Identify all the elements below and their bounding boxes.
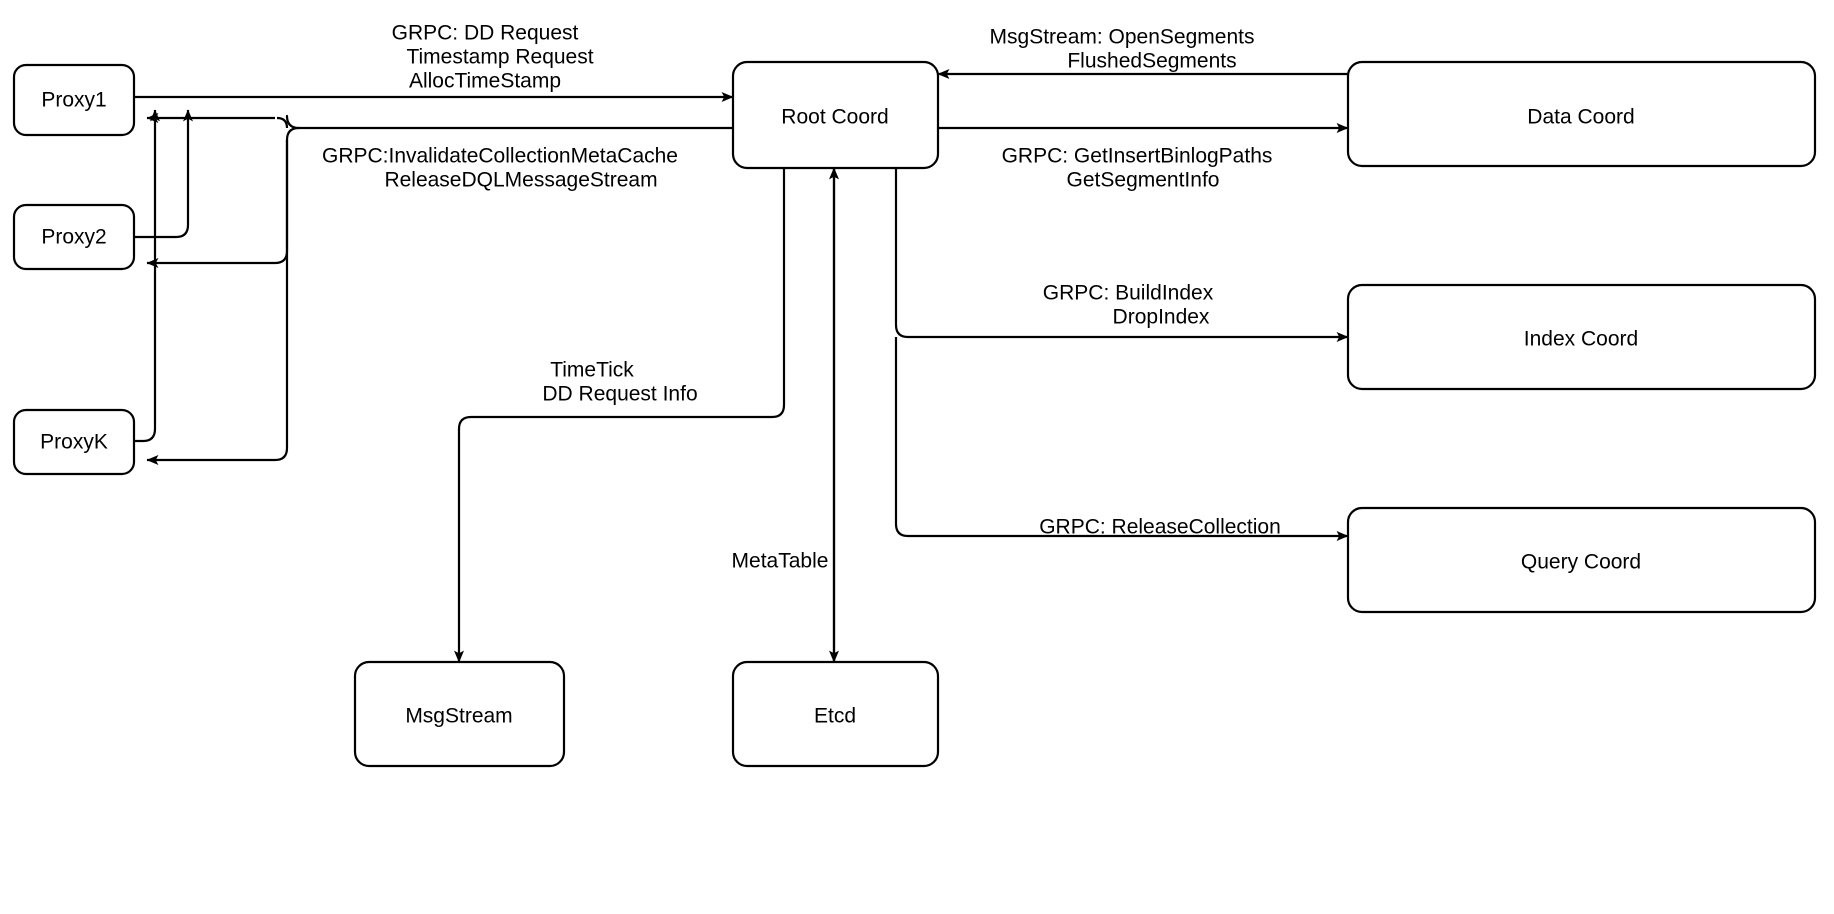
edge-label-datacoord-to-rootcoord: MsgStream: OpenSegments FlushedSegments (990, 26, 1255, 73)
node-querycoord-shape[interactable] (1346, 506, 1817, 614)
edge-labels-layer: GRPC: DD Request Timestamp Request Alloc… (322, 22, 1281, 573)
node-proxy1-label: Proxy1 (41, 89, 106, 112)
edge-label-line-2: Timestamp Request (406, 46, 593, 69)
edge-label-rootcoord-to-etcd: MetaTable (732, 550, 829, 573)
node-datacoord-shape[interactable] (1346, 60, 1817, 168)
node-datacoord-label: Data Coord (1527, 106, 1634, 129)
edge-line-proxyk-riser (134, 109, 160, 443)
node-etcd[interactable]: Etcd (731, 660, 940, 768)
edge-rootcoord-to-msgstream (454, 168, 786, 663)
node-proxy1-shape[interactable] (12, 63, 136, 137)
edge-label-line-1: GRPC: BuildIndex (1043, 282, 1214, 305)
edge-label-rootcoord-to-querycoord: GRPC: ReleaseCollection (1039, 516, 1281, 539)
edge-line-proxy2-riser (134, 109, 193, 239)
edge-label-rootcoord-to-msgstream: TimeTick DD Request Info (542, 359, 697, 406)
node-proxyk[interactable]: ProxyK (12, 408, 136, 476)
edge-label-line-1: MsgStream: OpenSegments (990, 26, 1255, 49)
edge-proxy-to-rootcoord (134, 92, 734, 443)
edge-rootcoord-to-coords (894, 168, 1349, 541)
node-querycoord-label: Query Coord (1521, 551, 1641, 574)
edge-line-rootcoord-querycoord (894, 337, 1349, 541)
edge-label-line-3: AllocTimeStamp (409, 70, 561, 93)
node-msgstream[interactable]: MsgStream (353, 660, 566, 768)
edge-line-rootcoord-indexcoord (894, 168, 1349, 342)
node-msgstream-label: MsgStream (405, 705, 512, 728)
edge-label-rootcoord-to-datacoord: GRPC: GetInsertBinlogPaths GetSegmentInf… (1002, 145, 1273, 192)
edge-label-proxy-to-rootcoord: GRPC: DD Request Timestamp Request Alloc… (392, 22, 594, 93)
edge-label-line-1: GRPC: GetInsertBinlogPaths (1002, 145, 1273, 168)
node-msgstream-shape[interactable] (353, 660, 566, 768)
node-rootcoord[interactable]: Root Coord (731, 60, 940, 170)
node-proxyk-label: ProxyK (40, 431, 108, 454)
edge-label-line-2: DropIndex (1113, 306, 1210, 329)
edge-line-rootcoord-branch-stub (285, 114, 300, 130)
node-indexcoord-label: Index Coord (1524, 328, 1638, 351)
edge-label-line-1: GRPC:InvalidateCollectionMetaCache (322, 145, 678, 168)
edge-rootcoord-to-proxies (146, 114, 733, 465)
edge-label-line-1: MetaTable (732, 550, 829, 573)
node-proxy2-label: Proxy2 (41, 226, 106, 249)
node-datacoord[interactable]: Data Coord (1346, 60, 1817, 168)
node-querycoord[interactable]: Query Coord (1346, 506, 1817, 614)
edge-label-line-1: GRPC: DD Request (392, 22, 579, 45)
node-etcd-label: Etcd (814, 705, 856, 728)
node-rootcoord-shape[interactable] (731, 60, 940, 170)
edges-layer (134, 69, 1349, 663)
node-indexcoord[interactable]: Index Coord (1346, 283, 1817, 391)
edge-label-rootcoord-to-indexcoord: GRPC: BuildIndex DropIndex (1043, 282, 1214, 329)
edge-line-rootcoord-proxyk (146, 140, 289, 465)
edge-label-line-2: DD Request Info (542, 383, 697, 406)
node-etcd-shape[interactable] (731, 660, 940, 768)
node-proxyk-shape[interactable] (12, 408, 136, 476)
node-rootcoord-label: Root Coord (781, 106, 888, 129)
edge-label-rootcoord-to-proxies: GRPC:InvalidateCollectionMetaCache Relea… (322, 145, 678, 192)
node-indexcoord-shape[interactable] (1346, 283, 1817, 391)
edge-label-line-2: ReleaseDQLMessageStream (384, 169, 657, 192)
edge-line-rootcoord-proxy1 (147, 118, 275, 128)
nodes-layer: Proxy1 Proxy2 ProxyK Root Coord Data Coo… (12, 60, 1817, 768)
node-proxy1[interactable]: Proxy1 (12, 63, 136, 137)
node-proxy2-shape[interactable] (12, 203, 136, 271)
node-proxy2[interactable]: Proxy2 (12, 203, 136, 271)
edge-label-line-1: TimeTick (550, 359, 634, 382)
edge-label-line-1: GRPC: ReleaseCollection (1039, 516, 1281, 539)
edge-label-line-2: GetSegmentInfo (1067, 169, 1220, 192)
edge-label-line-2: FlushedSegments (1067, 50, 1236, 73)
edge-line-rootcoord-msgstream (454, 168, 786, 663)
edge-line-rootcoord-proxy1-elbow (276, 116, 289, 129)
